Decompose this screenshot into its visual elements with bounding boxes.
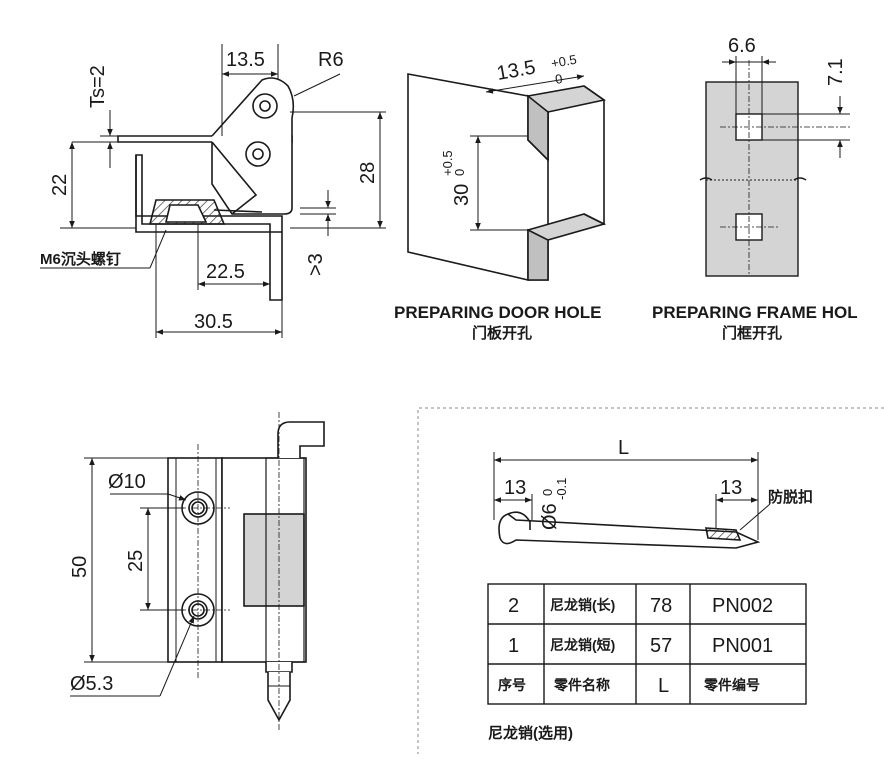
- door-hole-title: PREPARING DOOR HOLE: [394, 303, 601, 322]
- pin-clip-label: 防脱扣: [768, 488, 813, 506]
- pin-length: L: [618, 437, 629, 459]
- side-dim-top: 13.5: [226, 49, 265, 71]
- pin-view: [498, 511, 761, 549]
- row-1-l: 57: [650, 635, 672, 657]
- door-dim-side: 30: [451, 184, 473, 206]
- frame-hole-title: PREPARING FRAME HOL: [652, 303, 858, 322]
- frame-dim-side: 7.1: [825, 58, 847, 86]
- pin-dimensions: [493, 452, 771, 540]
- door-tol-side-upper: +0.5: [440, 150, 455, 176]
- front-dim-pitch: 25: [125, 550, 147, 572]
- parts-caption: 尼龙销(选用): [488, 724, 573, 742]
- front-view: [167, 421, 325, 722]
- header-l: L: [658, 675, 669, 697]
- optional-parts-frame: [417, 407, 884, 754]
- row-1-name: 尼龙销(短): [550, 637, 615, 653]
- door-hole-dimensions: [470, 74, 585, 231]
- row-1-code: PN001: [712, 635, 773, 657]
- side-view-dimensions: [40, 44, 386, 338]
- front-dia-bottom: Ø5.3: [70, 673, 113, 695]
- side-dim-right: 28: [357, 162, 379, 184]
- front-dia-top: Ø10: [108, 471, 146, 493]
- door-tol-top-upper: +0.5: [550, 52, 578, 71]
- side-dim-gap: >3: [305, 253, 327, 276]
- pin-dim-left: 13: [504, 477, 526, 499]
- side-dim-bottom: 30.5: [194, 311, 233, 333]
- row-2-no: 2: [508, 595, 519, 617]
- front-view-dimensions: [70, 457, 195, 697]
- parts-table-row-1: 1 尼龙销(短) 57 PN001: [508, 635, 773, 657]
- header-code: 零件编号: [703, 677, 760, 693]
- frame-hole-subtitle: 门框开孔: [722, 324, 782, 342]
- parts-table-row-2: 2 尼龙销(长) 78 PN002: [508, 595, 773, 617]
- pin-dia: Ø6: [539, 503, 561, 530]
- screw-label: M6沉头螺钉: [40, 250, 121, 268]
- row-2-name: 尼龙销(长): [550, 597, 615, 613]
- side-view: [117, 77, 295, 301]
- front-view-centerlines: [168, 412, 280, 730]
- door-hole-view: [407, 73, 607, 282]
- row-2-l: 78: [650, 595, 672, 617]
- side-radius: R6: [318, 49, 344, 71]
- parts-table: [487, 583, 807, 705]
- door-tol-top-lower: 0: [554, 71, 564, 87]
- header-name: 零件名称: [553, 677, 610, 693]
- door-dim-top: 13.5: [495, 56, 537, 84]
- door-tol-side-lower: 0: [452, 169, 467, 176]
- row-1-no: 1: [508, 635, 519, 657]
- side-ts: Ts=2: [87, 65, 109, 108]
- pin-tol-upper: 0: [540, 489, 555, 496]
- frame-dim-top: 6.6: [728, 35, 756, 57]
- pin-dim-right: 13: [720, 477, 742, 499]
- side-dim-left: 22: [49, 174, 71, 196]
- header-no: 序号: [498, 677, 526, 693]
- pin-tol-lower: -0.1: [554, 478, 569, 500]
- parts-table-header: 序号 零件名称 L 零件编号: [498, 675, 760, 697]
- door-hole-subtitle: 门板开孔: [472, 324, 532, 342]
- frame-hole-view: [699, 60, 850, 277]
- row-2-code: PN002: [712, 595, 773, 617]
- frame-hole-dimensions: [722, 56, 850, 158]
- front-dim-height: 50: [69, 556, 91, 578]
- side-dim-inner: 22.5: [206, 261, 245, 283]
